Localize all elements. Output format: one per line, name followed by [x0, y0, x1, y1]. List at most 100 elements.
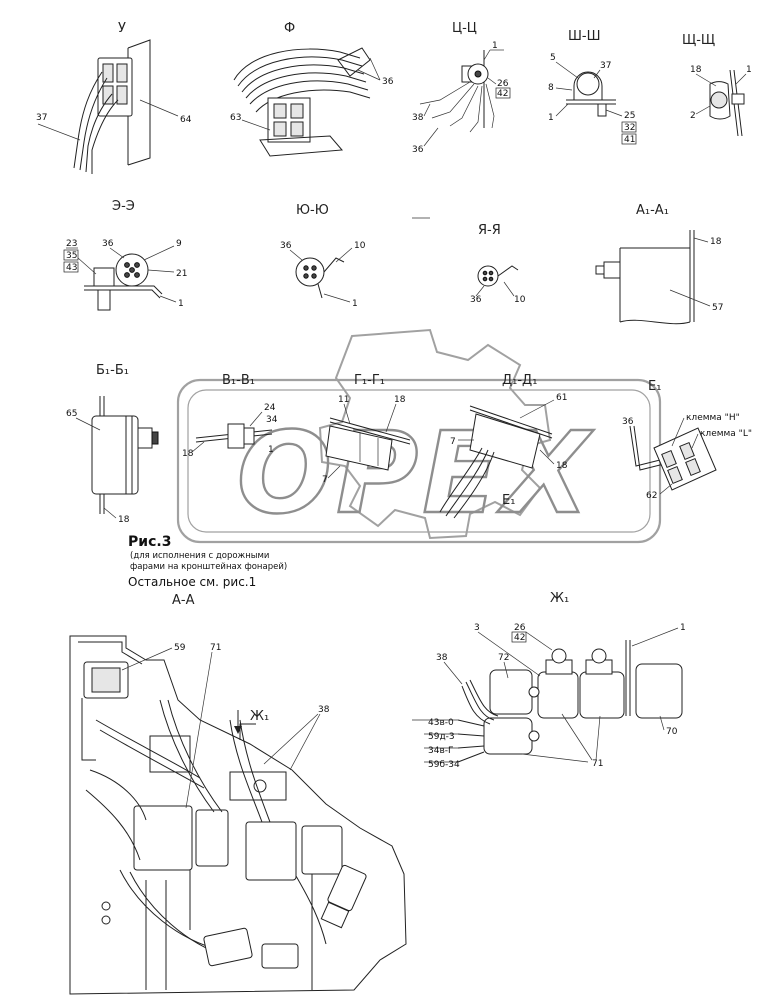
callout-sh-1: 1: [548, 113, 554, 123]
caption-line2: фарами на кронштейнах фонарей): [130, 562, 287, 572]
view-f: Ф 63 36: [230, 21, 394, 157]
wire-label-3: 34в-Г: [428, 746, 454, 756]
wire-label-1: 43в-0: [428, 718, 454, 728]
callout-shch-18: 18: [690, 65, 702, 75]
view-title-v1: В₁-В₁: [222, 373, 255, 388]
view-d1: Д₁-Д₁ 61 7 18 Е₁: [439, 373, 568, 519]
callout-d1-7: 7: [450, 437, 456, 447]
callout-yaya-10: 10: [514, 295, 526, 305]
callout-yuyu-1: 1: [352, 299, 358, 309]
ref-e1: Е₁: [502, 493, 515, 508]
clamp-h-label: клемма "Н": [686, 413, 740, 423]
view-title-e1: Е₁: [648, 379, 661, 394]
callout-f-36: 36: [382, 77, 394, 87]
callout-zh1-38: 38: [436, 653, 448, 663]
view-title-u: У: [118, 21, 126, 36]
callout-zh1-26: 26: [514, 623, 526, 633]
view-title-g1: Г₁-Г₁: [354, 373, 385, 388]
callout-yuyu-36: 36: [280, 241, 292, 251]
wire-label-2: 59д-3: [428, 732, 455, 742]
view-g1: Г₁-Г₁ 11 18 7: [322, 373, 411, 485]
view-a1: А₁-А₁ 18 57: [595, 203, 723, 325]
view-title-a1: А₁-А₁: [636, 203, 669, 218]
caption-rest: Остальное см. рис.1: [128, 575, 256, 589]
view-title-sh: Ш-Ш: [568, 29, 601, 44]
view-title-aa: А-А: [172, 593, 195, 608]
callout-b1-65: 65: [66, 409, 77, 419]
view-u: У 37 64: [36, 21, 192, 174]
callout-g1-7: 7: [322, 475, 328, 485]
view-e1: Е₁ 36 клемма "Н" клемма "L" 62: [622, 379, 752, 501]
callout-f-63: 63: [230, 113, 241, 123]
view-title-yuyu: Ю-Ю: [296, 203, 329, 218]
callout-u-37: 37: [36, 113, 47, 123]
callout-v1-34: 34: [266, 415, 278, 425]
callout-shch-2: 2: [690, 111, 696, 121]
callout-ee-21: 21: [176, 269, 187, 279]
view-title-f: Ф: [284, 21, 295, 36]
view-b1: Б₁-Б₁ 65 18: [66, 363, 159, 525]
callout-sh-5: 5: [550, 53, 556, 63]
callout-ts-1: 1: [492, 41, 498, 51]
callout-e1-62: 62: [646, 491, 657, 501]
callout-a1-57: 57: [712, 303, 723, 313]
callout-v1-24: 24: [264, 403, 276, 413]
clamp-l-label: клемма "L": [700, 429, 752, 439]
callout-aa-59: 59: [174, 643, 186, 653]
callout-zh1-1: 1: [680, 623, 686, 633]
callout-ee-9: 9: [176, 239, 182, 249]
callout-ee-1: 1: [178, 299, 184, 309]
callout-zh1-3: 3: [474, 623, 480, 633]
view-ts: Ц-Ц 1 26 42 38 36: [412, 21, 511, 155]
callout-b1-18: 18: [118, 515, 130, 525]
callout-aa-71: 71: [210, 643, 221, 653]
callout-sh-37: 37: [600, 61, 611, 71]
opex-watermark-logo: OPEX: [176, 328, 662, 544]
wire-label-4: 59б-34: [428, 760, 460, 770]
view-ee: Э-Э 23 35 43 36 9 21 1: [63, 199, 187, 311]
view-sh: Ш-Ш 5 37 8 1 25 32 41: [548, 29, 637, 145]
view-v1: В₁-В₁ 24 34 18 1: [182, 373, 278, 459]
callout-zh1-70: 70: [666, 727, 678, 737]
watermark-text: OPEX: [237, 409, 594, 539]
callout-zh1-71: 71: [592, 759, 603, 769]
callout-ee-43: 43: [66, 263, 77, 273]
caption-figure: Рис.3: [128, 534, 171, 550]
callout-yuyu-10: 10: [354, 241, 366, 251]
figure-caption: Рис.3 (для исполнения с дорожными фарами…: [128, 534, 287, 589]
callout-ts-36: 36: [412, 145, 424, 155]
callout-ee-23: 23: [66, 239, 77, 249]
callout-ee-36: 36: [102, 239, 114, 249]
callout-sh-8: 8: [548, 83, 554, 93]
view-yaya: Я-Я 36 10: [412, 217, 526, 305]
callout-yaya-36: 36: [470, 295, 482, 305]
view-title-yaya: Я-Я: [478, 223, 501, 238]
callout-e1-36: 36: [622, 417, 634, 427]
callout-g1-11: 11: [338, 395, 349, 405]
callout-v1-18: 18: [182, 449, 194, 459]
callout-zh1-72: 72: [498, 653, 509, 663]
ref-zh1: Ж₁: [250, 709, 269, 724]
view-title-shch: Щ-Щ: [682, 33, 715, 48]
callout-zh1-42: 42: [514, 633, 525, 643]
callout-g1-18: 18: [394, 395, 406, 405]
callout-aa-38: 38: [318, 705, 330, 715]
callout-v1-1: 1: [268, 445, 274, 455]
view-yuyu: Ю-Ю 36 10 1: [280, 203, 366, 309]
callout-sh-41: 41: [624, 135, 635, 145]
callout-d1-61: 61: [556, 393, 567, 403]
callout-shch-1: 1: [746, 65, 752, 75]
view-shch: Щ-Щ 18 1 2: [682, 33, 752, 137]
callout-ts-26: 26: [497, 79, 509, 89]
view-title-d1: Д₁-Д₁: [502, 373, 537, 388]
view-title-ts: Ц-Ц: [452, 21, 477, 36]
view-title-ee: Э-Э: [112, 199, 135, 214]
callout-a1-18: 18: [710, 237, 722, 247]
view-title-b1: Б₁-Б₁: [96, 363, 129, 378]
view-title-zh1: Ж₁: [550, 591, 569, 606]
callout-sh-25: 25: [624, 111, 635, 121]
callout-ts-38: 38: [412, 113, 424, 123]
callout-sh-32: 32: [624, 123, 635, 133]
